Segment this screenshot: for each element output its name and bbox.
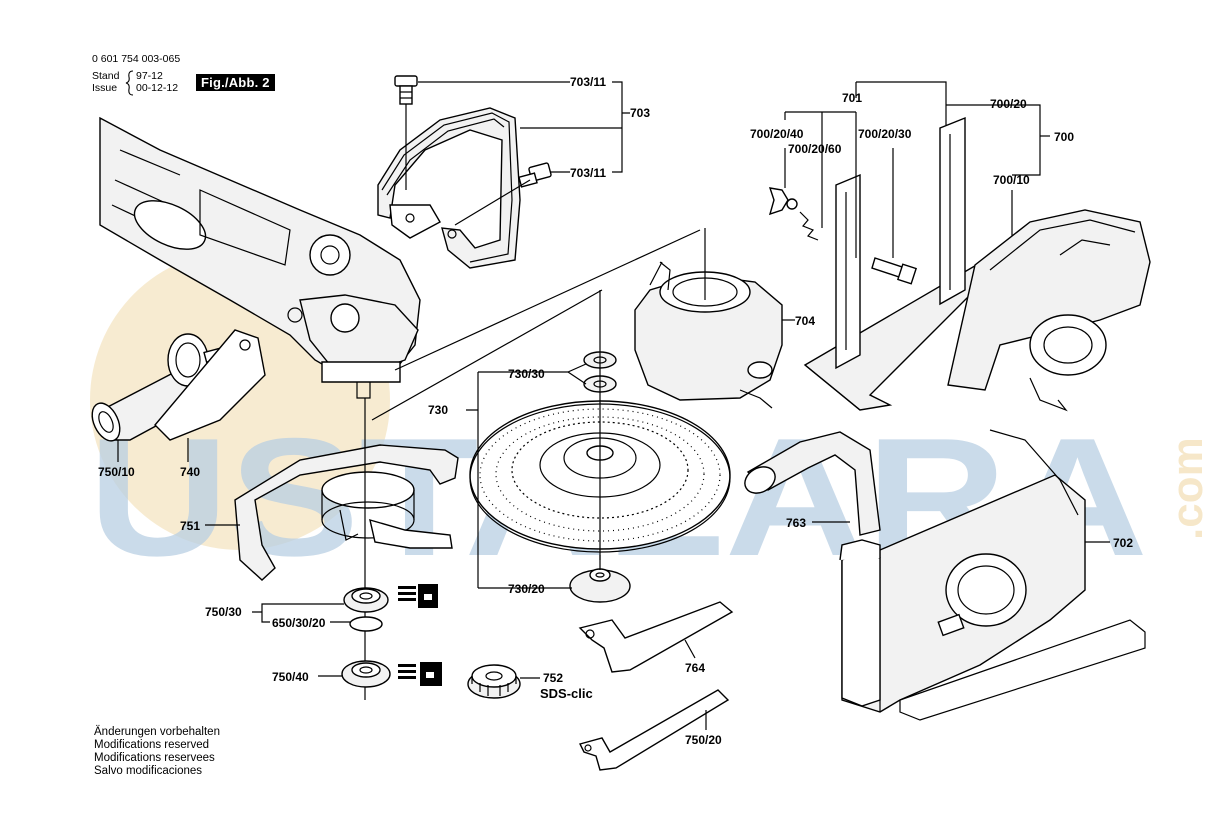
label-703-11-top: 703/11 — [570, 75, 606, 89]
issue-date: 00-12-12 — [136, 82, 179, 94]
header-brace — [125, 70, 134, 96]
clamping-nut — [341, 660, 391, 688]
label-750-40: 750/40 — [272, 670, 309, 684]
cutting-guard — [947, 209, 1151, 412]
label-650-30-20: 650/30/20 — [272, 616, 326, 630]
label-700-20-30: 700/20/30 — [858, 127, 912, 141]
document-number: 0 601 754 003-065 — [92, 53, 181, 65]
label-730: 730 — [428, 403, 448, 417]
pin-wrench-small — [578, 689, 730, 771]
label-751: 751 — [180, 519, 200, 533]
stand-label: Stand — [92, 70, 120, 82]
label-700-20-60: 700/20/60 — [788, 142, 842, 156]
bracket-750-30 — [252, 603, 350, 623]
backing-flange — [569, 568, 631, 603]
label-730-30: 730/30 — [508, 367, 545, 381]
label-700-10: 700/10 — [993, 173, 1030, 187]
figure-label: Fig./Abb. 2 — [196, 74, 275, 91]
assembly-guide-line — [394, 229, 701, 371]
suction-hood — [634, 261, 783, 409]
bracket-730 — [466, 363, 587, 589]
flange-orientation-symbol-top — [398, 584, 438, 608]
cutting-guide — [803, 116, 986, 411]
protection-guard — [234, 444, 459, 581]
guide-bolt — [871, 257, 918, 285]
label-700: 700 — [1054, 130, 1074, 144]
mounting-flange — [343, 587, 389, 613]
bracket-701 — [784, 81, 1041, 258]
note-line-2: Modifications reserved — [94, 739, 210, 751]
label-750-30: 750/30 — [205, 605, 242, 619]
label-752: 752 — [543, 671, 563, 685]
note-line-1: Änderungen vorbehalten — [94, 726, 220, 738]
note-line-3: Modifications reservees — [94, 752, 215, 764]
suction-hose — [744, 431, 881, 536]
label-703-11-mid: 703/11 — [570, 166, 606, 180]
label-702: 702 — [1113, 536, 1133, 550]
pin-wrench-large — [578, 601, 734, 673]
label-700-20: 700/20 — [990, 97, 1027, 111]
stand-date: 97-12 — [136, 70, 163, 82]
label-sds-clic: SDS-clic — [540, 686, 593, 701]
label-750-20: 750/20 — [685, 733, 722, 747]
label-750-10: 750/10 — [98, 465, 135, 479]
assembly-guide-line-lower — [371, 289, 603, 421]
cutting-stand — [839, 429, 1146, 721]
watermark-domain: .com — [1163, 437, 1207, 540]
label-704: 704 — [795, 314, 815, 328]
leader-764 — [684, 639, 696, 659]
issue-label: Issue — [92, 82, 118, 94]
label-764: 764 — [685, 661, 705, 675]
guide-spring — [799, 211, 819, 241]
handle-bolt-mid — [518, 162, 552, 188]
o-ring — [349, 616, 383, 632]
bow-handle — [377, 107, 521, 269]
handle-bolt-top — [394, 75, 418, 105]
label-740: 740 — [180, 465, 200, 479]
bracket-703 — [520, 81, 630, 173]
angle-grinder — [99, 116, 421, 399]
label-701: 701 — [842, 91, 862, 105]
handle-bracket — [154, 329, 266, 441]
note-line-4: Salvo modificaciones — [94, 765, 203, 777]
leader-bolt-axis-b — [454, 179, 531, 226]
flange-orientation-symbol-bottom — [398, 662, 442, 686]
label-703: 703 — [630, 106, 650, 120]
wing-nut — [768, 187, 798, 216]
label-700-20-40: 700/20/40 — [750, 127, 804, 141]
label-730-20: 730/20 — [508, 582, 545, 596]
label-763: 763 — [786, 516, 806, 530]
quick-clamping-nut — [467, 664, 521, 699]
